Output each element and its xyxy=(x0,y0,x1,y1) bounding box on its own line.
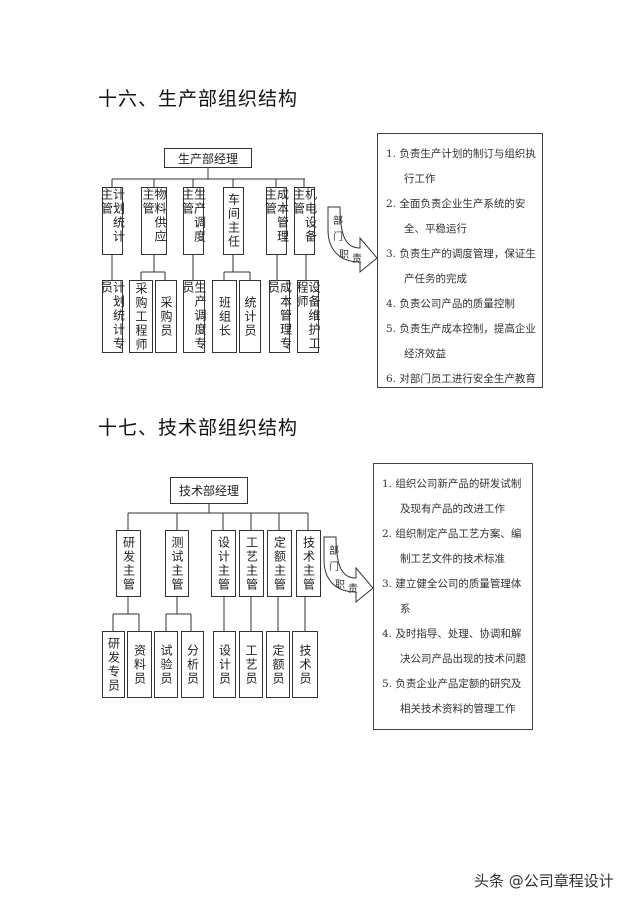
supervisor-box: 生产调度主管 xyxy=(180,187,207,255)
role-label: 技术主管 xyxy=(301,535,316,592)
role-label: 车间主任 xyxy=(226,193,241,249)
role-label: 统计员 xyxy=(243,295,257,338)
role-label: 成本管理专员 xyxy=(266,281,293,351)
arrow-label: 部 xyxy=(333,216,343,227)
staff-box: 计划统计专员 xyxy=(99,280,126,353)
role-label: 分析员 xyxy=(185,643,200,686)
supervisor-box: 测试主管 xyxy=(165,530,189,597)
role-label: 定额主管 xyxy=(272,535,287,592)
supervisor-box: 计划统计主管 xyxy=(99,187,126,255)
staff-box: 采购工程师 xyxy=(129,280,153,353)
staff-box: 统计员 xyxy=(239,280,261,353)
staff-box: 工艺员 xyxy=(239,631,263,698)
staff-box: 成本管理专员 xyxy=(266,280,293,353)
responsibility-item: 2. 组织制定产品工艺方案、编制工艺文件的技术标准 xyxy=(382,528,522,565)
role-label: 班组长 xyxy=(217,295,232,338)
responsibilities-box: 1. 负责生产计划的制订与组织执行工作 2. 全面负责企业生产系统的安全、平稳运行… xyxy=(377,133,543,388)
arrow-label: 责 xyxy=(352,254,362,265)
role-label: 试验员 xyxy=(159,643,173,686)
staff-box: 研发专员 xyxy=(102,631,125,698)
responsibility-item: 6. 对部门员工进行安全生产教育 xyxy=(386,373,536,385)
role-label: 资料员 xyxy=(132,643,147,686)
role-label: 工艺主管 xyxy=(244,535,259,592)
role-label: 采购员 xyxy=(159,295,173,338)
responsibilities-box: 1. 组织公司新产品的研发试制及现有产品的改进工作 2. 组织制定产品工艺方案、编… xyxy=(373,463,533,730)
staff-box: 设备维护工程师 xyxy=(295,280,321,353)
role-label: 研发主管 xyxy=(121,535,136,592)
staff-box: 分析员 xyxy=(181,631,204,698)
responsibility-item: 4. 负责公司产品的质量控制 xyxy=(386,298,515,310)
role-label: 工艺员 xyxy=(244,643,258,686)
responsibility-item: 4. 及时指导、处理、协调和解决公司产品出现的技术问题 xyxy=(382,628,526,665)
responsibility-item: 5. 负责生产成本控制，提高企业经济效益 xyxy=(386,323,536,360)
watermark: 头条 @公司章程设计 xyxy=(474,872,614,890)
staff-box: 技术员 xyxy=(292,631,318,698)
role-label: 设备维护工程师 xyxy=(295,281,321,351)
arrow-label: 门 xyxy=(333,232,343,243)
arrow-label: 职 xyxy=(335,580,345,591)
role-label: 机电设备主管 xyxy=(291,188,318,244)
role-label: 技术员 xyxy=(298,643,312,686)
responsibility-item: 3. 负责生产的调度管理，保证生产任务的完成 xyxy=(386,248,536,285)
responsibility-item: 1. 组织公司新产品的研发试制及现有产品的改进工作 xyxy=(382,478,522,515)
role-label: 计划统计主管 xyxy=(99,188,126,244)
arrow-label: 责 xyxy=(348,584,358,595)
responsibility-item: 5. 负责企业产品定额的研究及相关技术资料的管理工作 xyxy=(382,678,522,715)
role-label: 生产调度主管 xyxy=(180,188,207,244)
staff-box: 试验员 xyxy=(154,631,178,698)
supervisor-box: 成本管理主管 xyxy=(263,187,290,255)
role-label: 物料供应主管 xyxy=(141,188,167,244)
supervisor-box: 车间主任 xyxy=(223,187,244,255)
staff-box: 采购员 xyxy=(155,280,177,353)
responsibility-item: 2. 全面负责企业生产系统的安全、平稳运行 xyxy=(386,198,526,235)
supervisor-box: 技术主管 xyxy=(296,530,321,597)
role-label: 定额员 xyxy=(271,643,285,686)
supervisor-box: 定额主管 xyxy=(267,530,292,597)
supervisor-box: 工艺主管 xyxy=(239,530,264,597)
role-label: 测试主管 xyxy=(170,535,184,592)
staff-box: 资料员 xyxy=(127,631,152,698)
role-label: 研发专员 xyxy=(106,636,121,693)
staff-box: 定额员 xyxy=(266,631,290,698)
section-heading: 十六、生产部组织结构 xyxy=(98,88,299,110)
arrow-label: 门 xyxy=(329,562,339,573)
supervisor-box: 物料供应主管 xyxy=(141,187,167,255)
role-label: 设计员 xyxy=(217,643,232,686)
staff-box: 生产调度专员 xyxy=(181,280,207,353)
responsibility-item: 1. 负责生产计划的制订与组织执行工作 xyxy=(386,148,536,185)
role-label: 设计主管 xyxy=(216,535,231,592)
role-label: 成本管理主管 xyxy=(263,188,290,244)
role-label: 计划统计专员 xyxy=(99,281,126,351)
supervisor-box: 机电设备主管 xyxy=(291,187,318,255)
section-heading: 十七、技术部组织结构 xyxy=(98,417,299,439)
responsibility-item: 3. 建立健全公司的质量管理体系 xyxy=(382,578,522,615)
supervisor-box: 设计主管 xyxy=(211,530,236,597)
manager-box: 技术部经理 xyxy=(170,477,248,504)
supervisor-box: 研发主管 xyxy=(116,530,141,597)
manager-box: 生产部经理 xyxy=(164,148,252,168)
arrow-label: 职 xyxy=(339,250,349,261)
arrow-label: 部 xyxy=(329,546,339,557)
staff-box: 班组长 xyxy=(212,280,237,353)
staff-box: 设计员 xyxy=(213,631,236,698)
role-label: 采购工程师 xyxy=(134,281,148,352)
role-label: 生产调度专员 xyxy=(181,281,207,351)
